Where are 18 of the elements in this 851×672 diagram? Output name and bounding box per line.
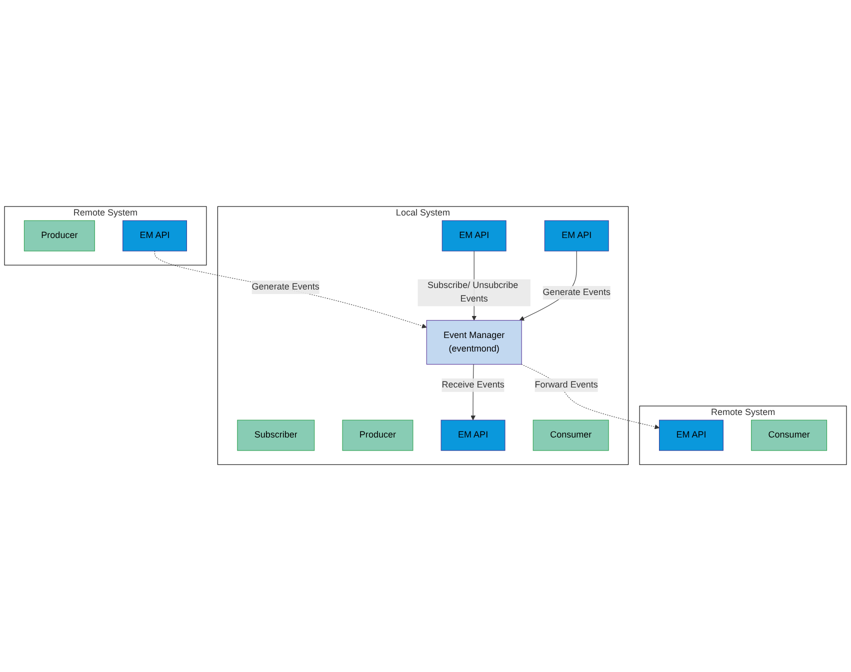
node-box: Subscriber (237, 420, 315, 452)
node-box: Producer (24, 220, 95, 252)
edge-label: Subscribe/ Unsubcribe Events (427, 281, 518, 304)
node-box: Producer (342, 420, 414, 452)
node-box: EM API (122, 220, 187, 252)
arrow (521, 364, 660, 430)
node-box: EM API (442, 220, 506, 252)
node-box: Consumer (532, 420, 609, 452)
edge-label: Receive Events (442, 380, 504, 390)
edge-label: Generate Events (252, 282, 320, 292)
arrow (154, 251, 427, 329)
node-box: EM API (544, 220, 609, 252)
edge-label: Forward Events (534, 380, 598, 390)
node-box: EM API (659, 420, 724, 452)
node-box: Consumer (751, 420, 828, 452)
node-box: Event Manager (eventmond) (426, 320, 522, 366)
edge-label: Generate Events (542, 288, 610, 298)
node-box: EM API (440, 420, 506, 452)
